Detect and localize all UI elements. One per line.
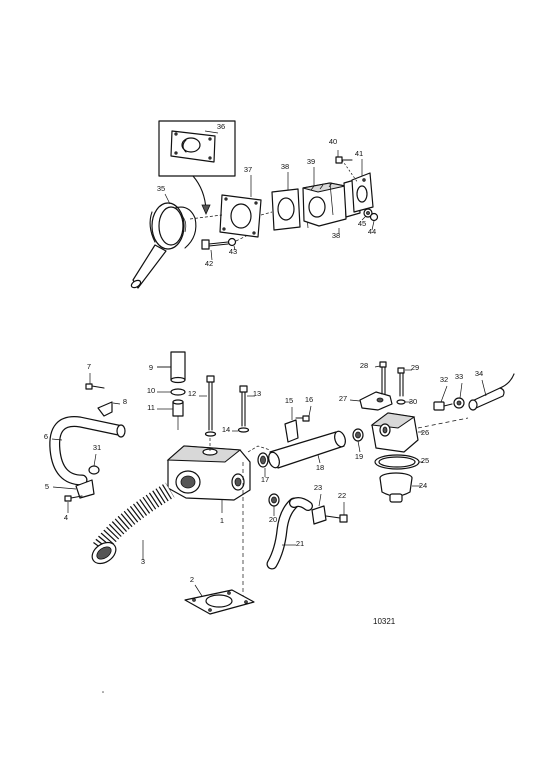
upper-assembly: [130, 120, 379, 289]
gasket-2: [184, 584, 255, 615]
bolts-12-13: [199, 375, 255, 437]
ring-10: [157, 388, 186, 396]
callout-c9: 9: [149, 363, 153, 372]
fittings-32-33-hose-34: [433, 373, 515, 411]
callout-c40: 40: [329, 137, 337, 146]
callout-c4: 4: [64, 513, 68, 522]
callout-c27: 27: [339, 394, 347, 403]
callout-c5: 5: [45, 482, 49, 491]
callout-c18: 18: [316, 463, 324, 472]
callout-c39: 39: [307, 157, 315, 166]
callout-c12: 12: [188, 389, 196, 398]
bracket-27: [349, 361, 412, 411]
callout-c22: 22: [338, 491, 346, 500]
callout-c11: 11: [147, 403, 155, 412]
callout-c15: 15: [285, 396, 293, 405]
exhaust-elbow: [130, 202, 197, 289]
callout-c26: 26: [421, 428, 429, 437]
callout-c13: 13: [253, 389, 261, 398]
callout-c20: 20: [269, 515, 277, 524]
callout-c38a: 38: [281, 162, 289, 171]
callout-c28: 28: [360, 361, 368, 370]
callout-c6: 6: [44, 432, 48, 441]
callout-c36: 36: [217, 122, 225, 131]
callout-c24: 24: [419, 481, 427, 490]
nuts-44-45: [361, 208, 379, 231]
callout-c33: 33: [455, 372, 463, 381]
hose-6: [49, 416, 126, 486]
flex-hose-3: [91, 481, 175, 565]
callout-c10: 10: [147, 386, 155, 395]
callout-c35: 35: [157, 184, 165, 193]
callout-c45: 45: [358, 219, 366, 228]
clamp-5-bolt-4: [52, 479, 95, 513]
callout-c2: 2: [190, 575, 194, 584]
block-39: [302, 182, 347, 227]
callout-c17: 17: [261, 475, 269, 484]
clamp-15-bolt-16: [284, 405, 312, 443]
bolt-42-washer-43: [201, 237, 237, 261]
fitting-11: [157, 399, 184, 430]
clamp-8-bolt-7: [85, 373, 121, 417]
callout-c43: 43: [229, 247, 237, 256]
callout-c41: 41: [355, 149, 363, 158]
callout-c19: 19: [355, 452, 363, 461]
flange-plate-37: [219, 194, 262, 238]
callout-c37: 37: [244, 165, 252, 174]
lower-assembly: [49, 351, 515, 615]
callout-c14: 14: [222, 425, 230, 434]
cap-24: [379, 472, 421, 503]
callout-c44: 44: [368, 227, 376, 236]
hose-18: [247, 428, 364, 477]
callout-c34: 34: [475, 369, 483, 378]
callout-c8: 8: [123, 397, 127, 406]
callout-c38b: 38: [332, 231, 340, 240]
plate-41: [343, 172, 374, 218]
callout-c21: 21: [296, 539, 304, 548]
callout-c3: 3: [141, 557, 145, 566]
o-ring-25: [374, 454, 423, 470]
clamp-23-bolt-22: [311, 493, 348, 525]
callout-c42: 42: [205, 259, 213, 268]
callout-c16: 16: [305, 395, 313, 404]
callout-c1: 1: [220, 516, 224, 525]
callout-c31: 31: [93, 443, 101, 452]
upper-leader-lines: [164, 159, 363, 234]
hose-21-ring-20: [266, 493, 313, 570]
gasket-38: [271, 188, 309, 231]
manifold-body: [166, 445, 251, 513]
bolt-40: [335, 150, 353, 164]
callout-c29: 29: [411, 363, 419, 372]
reference-number: 10321: [373, 617, 396, 626]
callout-c30: 30: [409, 397, 417, 406]
callout-c7: 7: [87, 362, 91, 371]
strainer-housing-26: [370, 412, 469, 453]
upper-alignment-lines: [189, 159, 359, 242]
callout-c25: 25: [421, 456, 429, 465]
callout-c32: 32: [440, 375, 448, 384]
pipe-9: [157, 351, 186, 384]
callout-c23: 23: [314, 483, 322, 492]
stray-dot: [102, 691, 104, 693]
inset-detail-box: [158, 120, 236, 215]
